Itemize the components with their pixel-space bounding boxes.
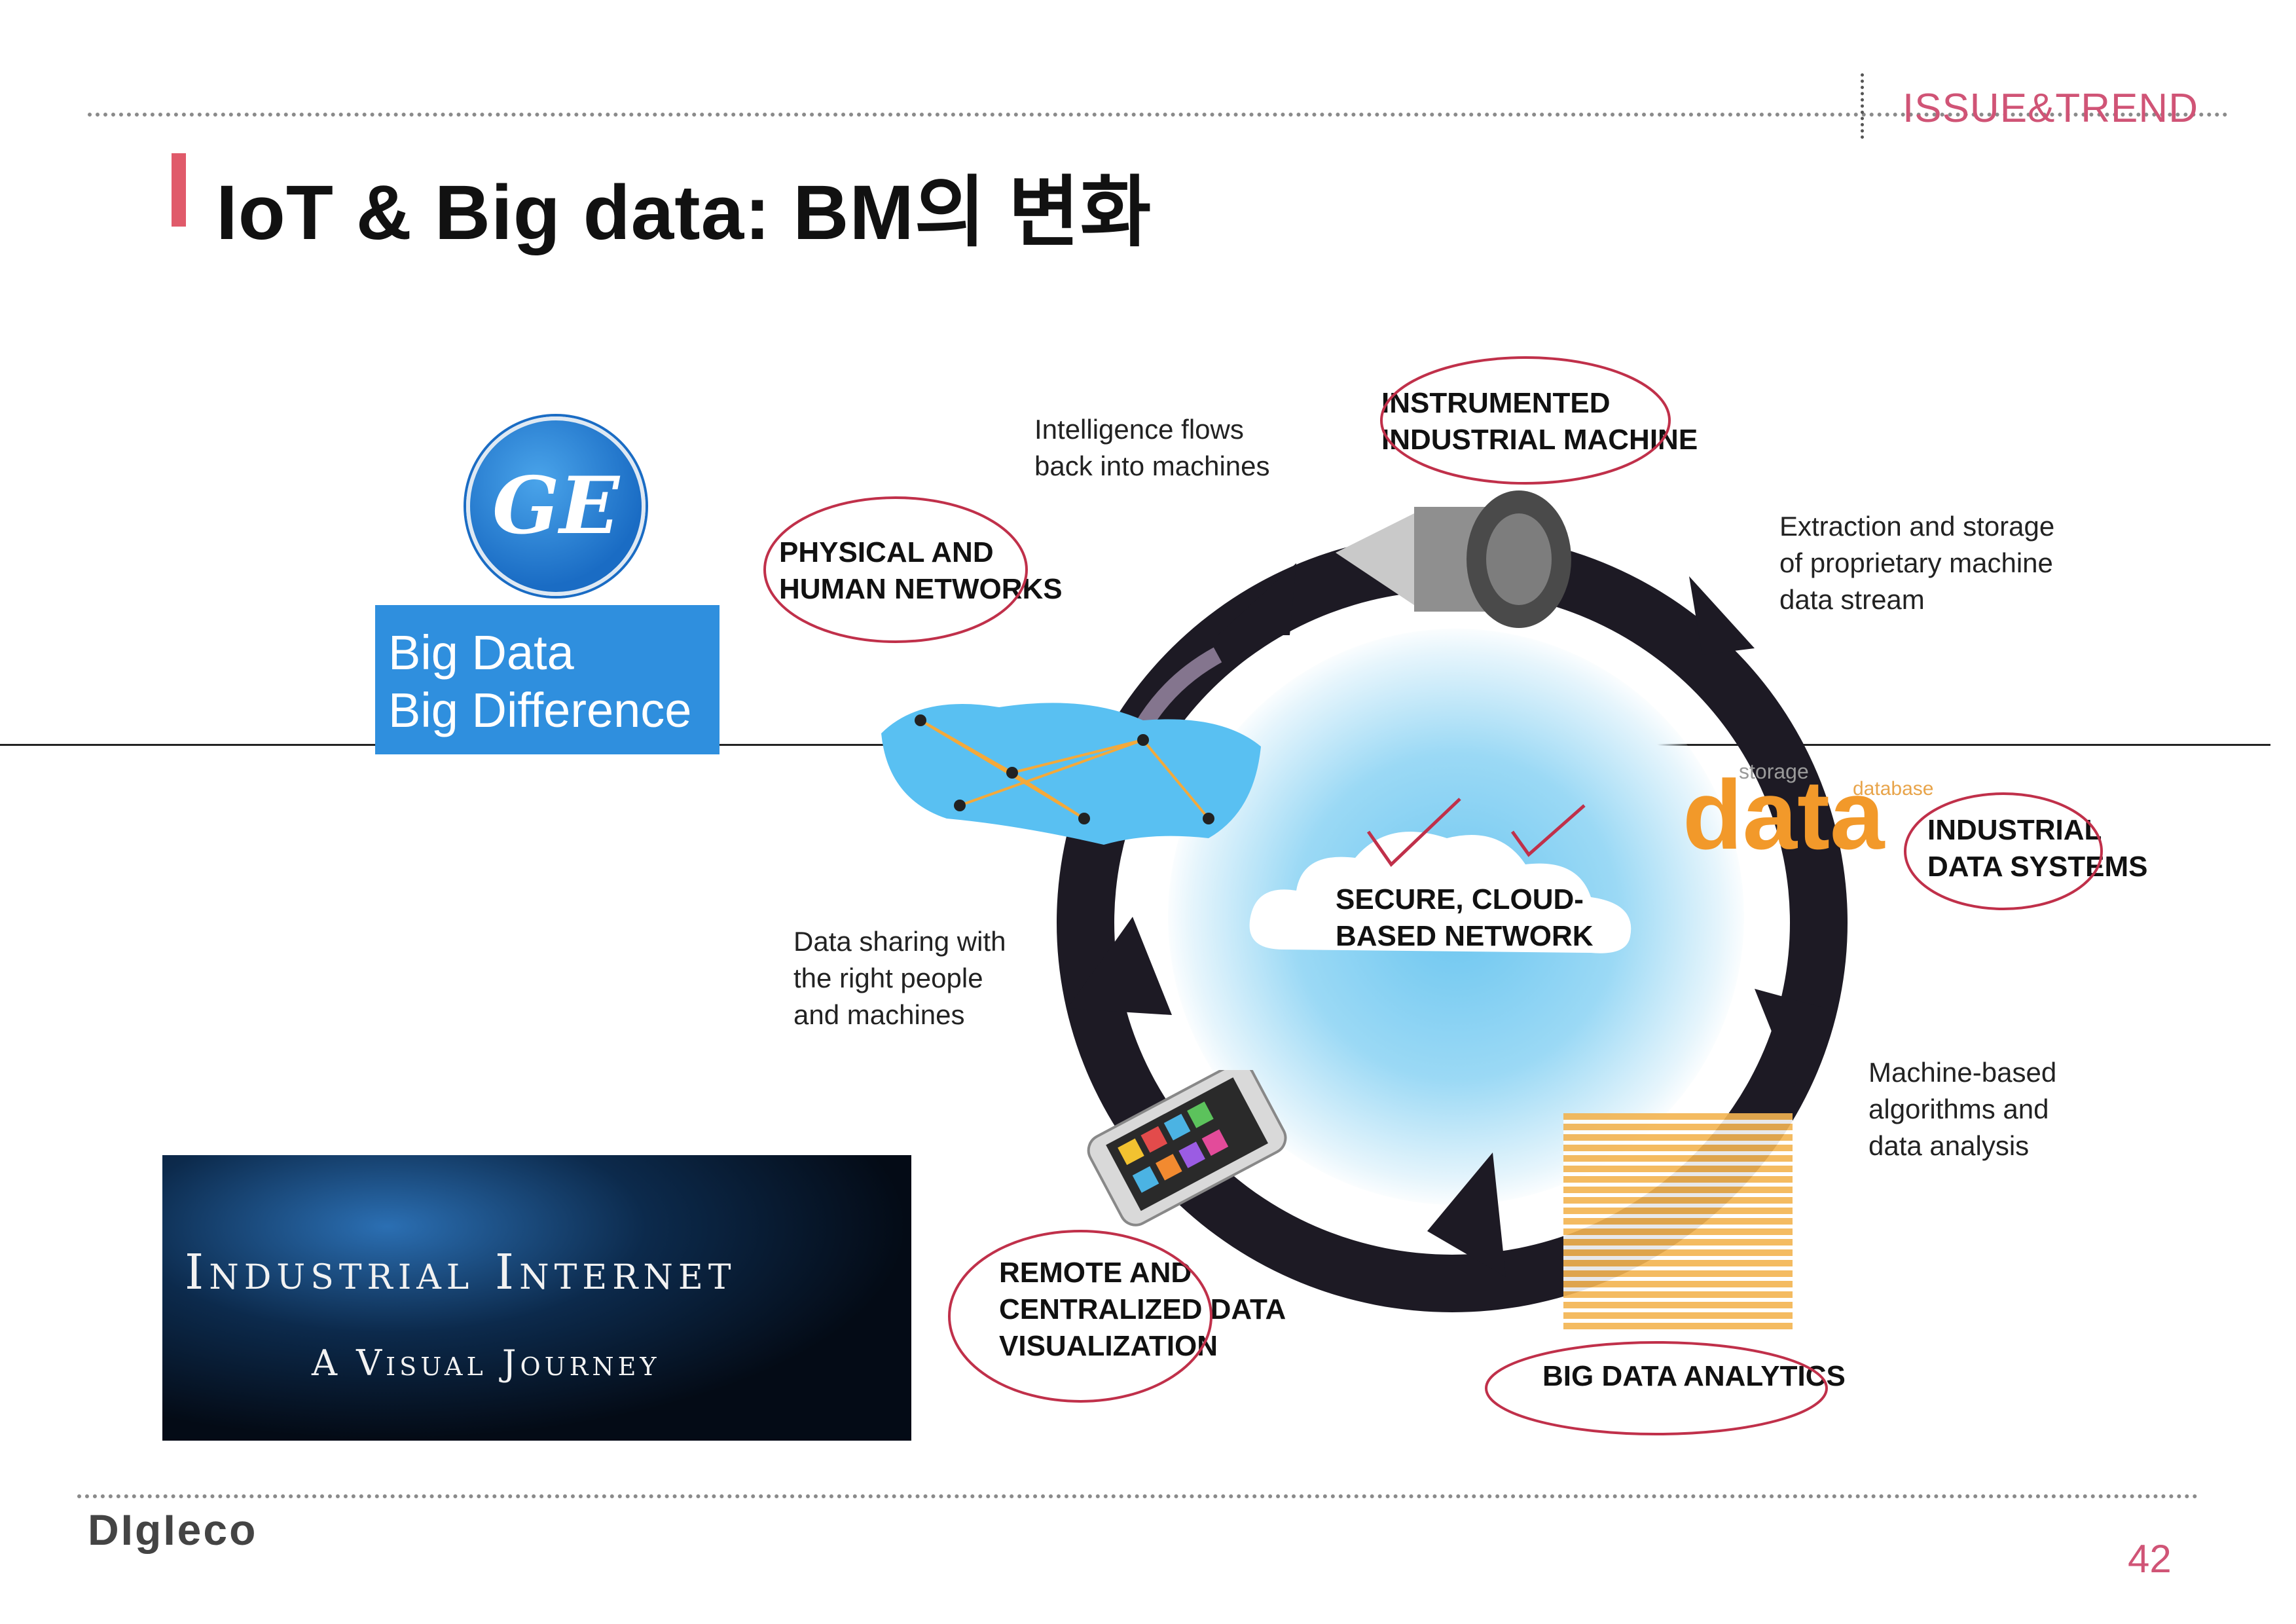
circle-instrumented <box>1380 356 1671 485</box>
label-instrumented-line1: INSTRUMENTED <box>1381 387 1611 419</box>
label-industrial-data-line1: INDUSTRIAL <box>1927 814 2102 846</box>
data-graphic-small-2: database <box>1853 778 1934 800</box>
note-algorithms-line2: algorithms and <box>1868 1094 2049 1124</box>
cloud-label-line2: BASED NETWORK <box>1336 920 1594 952</box>
note-intelligence-line2: back into machines <box>1034 451 1270 481</box>
note-sharing-line1: Data sharing with <box>793 926 1006 957</box>
circle-physical <box>763 496 1028 643</box>
note-sharing-line2: the right people <box>793 963 983 993</box>
industrial-internet-image <box>162 1155 911 1441</box>
note-intelligence-line1: Intelligence flows <box>1034 414 1244 445</box>
data-word-graphic: data <box>1683 760 1885 870</box>
header-separator <box>1861 73 1864 139</box>
arrow-right <box>1755 989 1827 1087</box>
note-extraction-line2: of proprietary machine <box>1779 547 2053 578</box>
note-algorithms-line3: data analysis <box>1868 1130 2030 1161</box>
note-algorithms-line1: Machine-based <box>1868 1057 2057 1088</box>
smartphone-icon <box>1087 1070 1287 1227</box>
footer-brand: DIgIeco <box>88 1505 258 1554</box>
section-tag: ISSUE&TREND <box>1903 86 2198 131</box>
note-extraction-line3: data stream <box>1779 584 1925 615</box>
arrow-bottom <box>1427 1153 1506 1277</box>
cloud-label-line1: SECURE, CLOUD- <box>1336 883 1584 915</box>
arrow-top-left <box>1218 563 1296 635</box>
cloud-icon <box>1249 832 1631 953</box>
header-dotted-rule <box>88 113 2229 117</box>
footer-dotted-rule <box>77 1494 2198 1498</box>
industrial-internet-title: Industrial Internet <box>185 1244 737 1301</box>
ge-big-data-banner: Big Data Big Difference <box>375 605 720 754</box>
engine-icon <box>1336 490 1571 628</box>
label-industrial-data-line2: DATA SYSTEMS <box>1927 851 2148 883</box>
note-extraction-line1: Extraction and storage <box>1779 511 2055 542</box>
ge-logo-text: GE <box>492 460 619 552</box>
circle-industrial-data <box>1904 792 2103 910</box>
label-remote-line3: VISUALIZATION <box>999 1330 1218 1362</box>
us-network-map <box>881 703 1261 845</box>
label-remote-line2: CENTRALIZED DATA <box>999 1293 1286 1325</box>
arrow-top-right <box>1689 576 1755 655</box>
page-number: 42 <box>2128 1537 2172 1581</box>
cycle-arrows <box>1067 563 1827 1277</box>
data-graphic-small-1: storage <box>1739 760 1809 783</box>
label-remote-line1: REMOTE AND <box>999 1257 1192 1289</box>
industrial-internet-subtitle: A Visual Journey <box>312 1342 661 1384</box>
analytics-grid-graphic <box>1563 1113 1793 1329</box>
title-accent-bar <box>172 153 186 227</box>
label-instrumented-line2: INDUSTRIAL MACHINE <box>1381 424 1698 456</box>
arrow-left <box>1067 917 1172 1015</box>
circle-remote <box>948 1230 1212 1403</box>
ge-banner-line1: Big Data <box>388 625 574 680</box>
circle-big-data <box>1485 1341 1828 1435</box>
label-big-data: BIG DATA ANALYTICS <box>1542 1360 1846 1392</box>
page-title: IoT & Big data: BM의 변화 <box>216 170 1152 256</box>
checkmark-annotations <box>1366 798 1586 867</box>
note-sharing-line3: and machines <box>793 999 965 1030</box>
ge-banner-line2: Big Difference <box>388 683 692 737</box>
label-physical-line1: PHYSICAL AND <box>779 536 994 568</box>
ge-logo: GE <box>466 416 646 596</box>
